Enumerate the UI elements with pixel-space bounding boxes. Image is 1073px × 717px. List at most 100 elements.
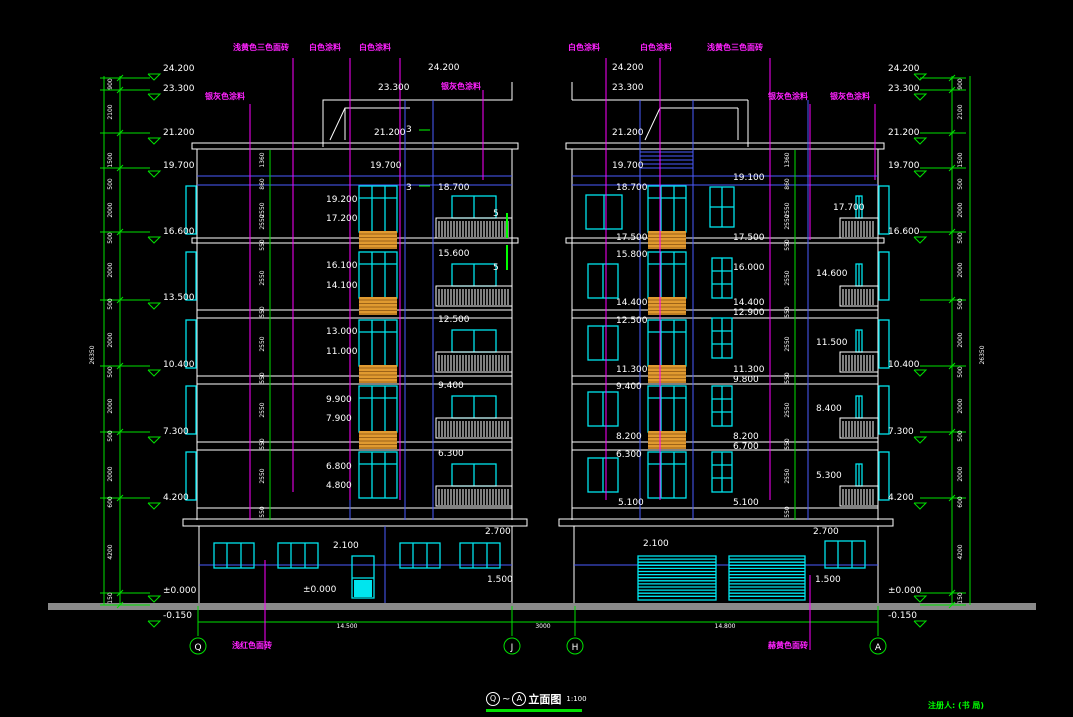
elevation-label: 11.300 [733, 365, 765, 375]
inner-dim: 2550 [259, 214, 266, 229]
elevation-marker [913, 137, 928, 145]
stair-window [358, 451, 398, 499]
elevation-label: 4.200 [888, 493, 914, 503]
segment-dim: 2000 [107, 202, 114, 217]
segment-dim: 4200 [957, 544, 964, 559]
balcony-rail [435, 285, 513, 307]
segment-dim: 150 [957, 592, 964, 604]
balcony-rail [839, 417, 879, 439]
inner-dim: 2550 [259, 202, 266, 217]
dim-slash [948, 428, 956, 436]
inner-dim: 860 [784, 178, 791, 190]
elevation-marker [147, 369, 162, 377]
inner-dim: 2550 [784, 336, 791, 351]
elevation-marker [913, 436, 928, 444]
right-roof-stair-hatch [640, 151, 693, 169]
top-elevation-label: 19.700 [370, 161, 402, 171]
elevation-marker [913, 595, 928, 603]
inner-dim: 550 [259, 306, 266, 318]
dim-slash [116, 228, 124, 236]
elevation-label: 9.900 [326, 395, 352, 405]
elevation-label: 24.200 [163, 64, 195, 74]
left-stair-landing-bands [359, 231, 397, 449]
inner-dim: 2550 [784, 402, 791, 417]
elevation-marker [147, 620, 162, 628]
stair-window [647, 451, 687, 499]
finish-note: 银灰色涂料 [829, 91, 870, 101]
inner-dim: 2550 [784, 214, 791, 229]
finish-note: 白色涂料 [359, 42, 391, 52]
elevation-marker [147, 170, 162, 178]
elevation-label: 14.100 [326, 281, 358, 291]
segment-dim: 2000 [107, 398, 114, 413]
balcony-rail [435, 485, 513, 507]
elevation-label: 4.200 [163, 493, 189, 503]
inner-dim: 550 [784, 438, 791, 450]
elevation-label: 21.200 [888, 128, 920, 138]
axis-dim-text: 14.800 [715, 623, 736, 630]
elevation-label: 7.300 [888, 427, 914, 437]
segment-dim: 150 [107, 592, 114, 604]
axis-label: H [572, 643, 579, 653]
elevation-label: 19.100 [733, 173, 765, 183]
elevation-marker [913, 620, 928, 628]
title-axis-end: A [512, 692, 527, 706]
elevation-label: ±0.000 [163, 586, 197, 596]
elevation-label: 12.500 [616, 316, 648, 326]
balcony-rail [435, 351, 513, 373]
elevation-label: 11.300 [616, 365, 648, 375]
elevation-label: 19.700 [163, 161, 195, 171]
left-building [182, 82, 528, 603]
finish-note: 白色涂料 [309, 42, 341, 52]
inner-dim: 550 [784, 239, 791, 251]
dim-slash [948, 86, 956, 94]
elevation-label: 17.500 [733, 233, 765, 243]
dim-slash [116, 428, 124, 436]
elevation-marker [147, 502, 162, 510]
elevation-label: 18.700 [616, 183, 648, 193]
inner-dim: 550 [784, 306, 791, 318]
dim-slash [116, 164, 124, 172]
elevation-marker [147, 595, 162, 603]
axis-label: Q [194, 643, 201, 653]
inner-dim: 550 [259, 372, 266, 384]
dim-slash [116, 86, 124, 94]
elevation-label: 9.400 [438, 381, 464, 391]
dimension-chains [100, 74, 971, 636]
dim-slash [116, 589, 124, 597]
segment-dim: 500 [107, 298, 114, 310]
segment-dim: 2000 [957, 398, 964, 413]
dim-slash [948, 228, 956, 236]
title-text: 立面图 [528, 693, 562, 706]
segment-dim: 600 [107, 496, 114, 508]
segment-dim: 2000 [957, 332, 964, 347]
detail-callout: 5 [493, 263, 499, 273]
elevation-label: 16.000 [733, 263, 765, 273]
elevation-marker [913, 369, 928, 377]
elevation-label: 24.200 [612, 63, 644, 73]
total-height: 26350 [979, 345, 986, 364]
right-building [558, 82, 894, 603]
elevation-label: 2.700 [485, 527, 511, 537]
right-stair-landing-bands [648, 231, 686, 449]
drawing-stamp: 注册人: (书 局) [928, 701, 985, 710]
elevation-marker [147, 137, 162, 145]
elevation-marker [913, 93, 928, 101]
segment-dim: 900 [107, 78, 114, 90]
elevation-label: 16.100 [326, 261, 358, 271]
elevation-marker [147, 436, 162, 444]
title-axis-start: Q [486, 692, 500, 706]
stair-window [358, 251, 398, 299]
inner-dim: 2550 [784, 270, 791, 285]
balcony-rail [435, 417, 513, 439]
dim-slash [948, 296, 956, 304]
elevation-label: 9.800 [733, 375, 759, 385]
elevation-label: 6.300 [616, 450, 642, 460]
inner-dim: 2550 [259, 270, 266, 285]
inner-dim: 1360 [784, 152, 791, 167]
balcony-rail [435, 217, 513, 239]
finish-note: 浅红色面砖 [232, 640, 272, 650]
elevation-label: 19.700 [888, 161, 920, 171]
dim-slash [948, 362, 956, 370]
